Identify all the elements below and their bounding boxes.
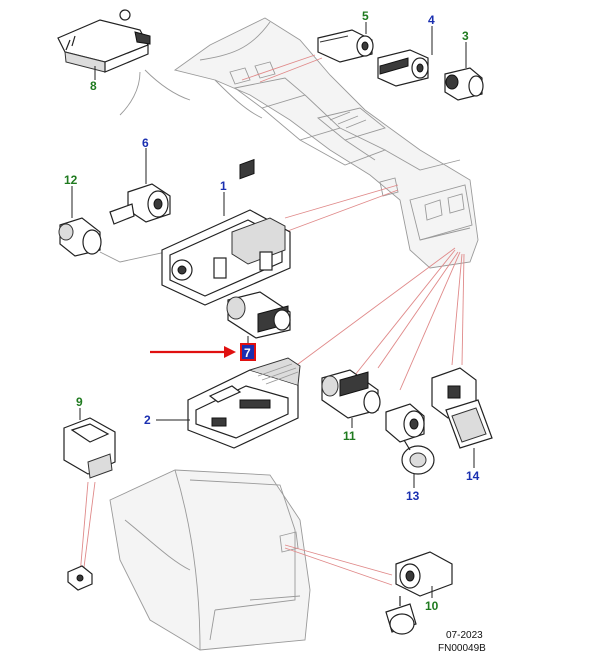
part-7-socket	[226, 291, 291, 343]
part-1-switch-panel	[161, 158, 291, 306]
label-8: 8	[90, 79, 97, 93]
caption-date: 07-2023	[446, 630, 483, 641]
label-7: 7	[244, 346, 251, 360]
part-6-socket	[109, 148, 171, 225]
part-13-socket-cap	[385, 403, 435, 488]
caption-code: FN00049B	[438, 643, 486, 654]
label-9: 9	[76, 395, 83, 409]
label-6: 6	[142, 136, 149, 150]
part-10-socket	[385, 551, 453, 635]
part-9-module	[63, 408, 116, 479]
part-14-usb-socket	[431, 367, 493, 468]
label-4: 4	[428, 13, 435, 27]
part-9-connector	[67, 565, 93, 591]
part-7-highlight	[150, 343, 256, 361]
callout-lines	[79, 54, 465, 586]
label-1: 1	[220, 179, 227, 193]
center-console-outline	[119, 17, 479, 269]
part-11-socket	[321, 369, 381, 428]
label-11: 11	[343, 429, 356, 443]
lower-interior-outline	[109, 469, 311, 651]
part-8-module	[57, 9, 151, 80]
label-2: 2	[144, 413, 151, 427]
part-3-plug	[444, 42, 484, 101]
part-2-control-module	[156, 357, 301, 449]
label-5: 5	[362, 9, 369, 23]
label-14: 14	[466, 469, 480, 483]
label-13: 13	[406, 489, 420, 503]
part-4-socket	[377, 26, 433, 87]
part-12-plug	[58, 186, 102, 257]
label-12: 12	[64, 173, 78, 187]
label-3: 3	[462, 29, 469, 43]
part-5-socket	[317, 22, 374, 63]
label-10: 10	[425, 599, 439, 613]
